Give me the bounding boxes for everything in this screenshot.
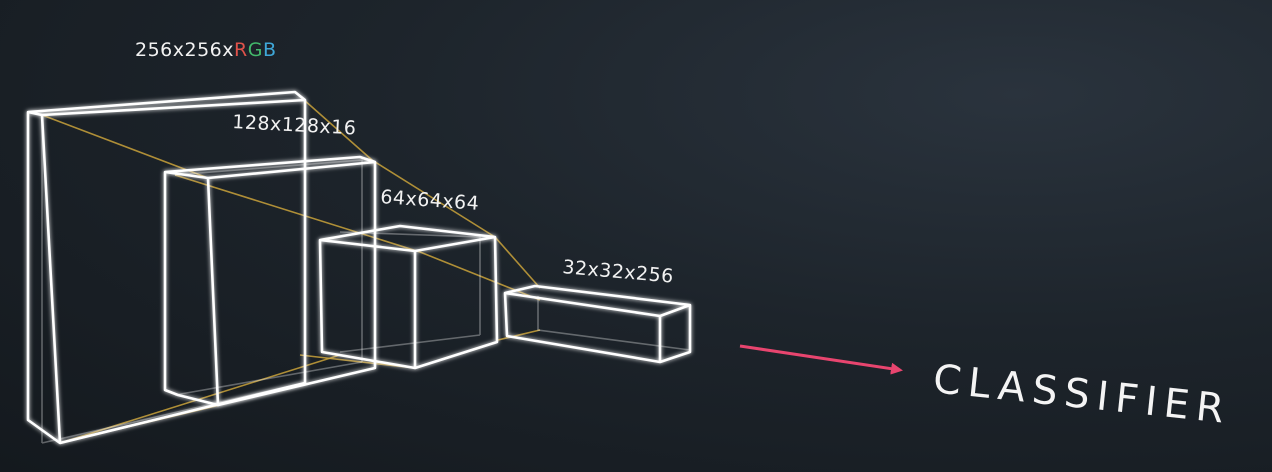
connector-line — [294, 91, 373, 161]
size-text: 256x256x — [135, 39, 234, 61]
hidden-edge — [537, 296, 691, 351]
layer-label-conv2: 64x64x64 — [380, 186, 480, 215]
box-outline — [503, 284, 692, 364]
channel-b: B — [263, 39, 277, 61]
connector-line — [419, 251, 541, 301]
hidden-edge — [339, 231, 481, 353]
arrow-icon — [739, 344, 903, 375]
classifier-label: CLASSIFIER — [931, 356, 1233, 433]
channel-g: G — [248, 39, 263, 61]
box-outline — [318, 224, 499, 370]
layer-connectors — [41, 91, 541, 444]
layer-box-input — [26, 90, 307, 445]
connector-line — [497, 329, 541, 341]
connector-line — [371, 159, 496, 238]
box-outline — [163, 155, 377, 407]
box-outline — [26, 90, 307, 445]
hidden-edge — [174, 159, 363, 396]
layer-label-conv3: 32x32x256 — [562, 256, 675, 288]
layer-box-conv2 — [318, 224, 499, 370]
layer-label-conv1: 128x128x16 — [232, 111, 357, 139]
channel-r: R — [234, 39, 248, 61]
connector-line — [59, 354, 341, 444]
layer-box-conv1 — [163, 155, 377, 407]
layer-label-input: 256x256xRGB — [135, 39, 277, 61]
connector-line — [494, 236, 541, 289]
layer-box-conv3 — [503, 284, 692, 364]
connector-line — [174, 174, 421, 253]
connector-line — [41, 114, 209, 179]
